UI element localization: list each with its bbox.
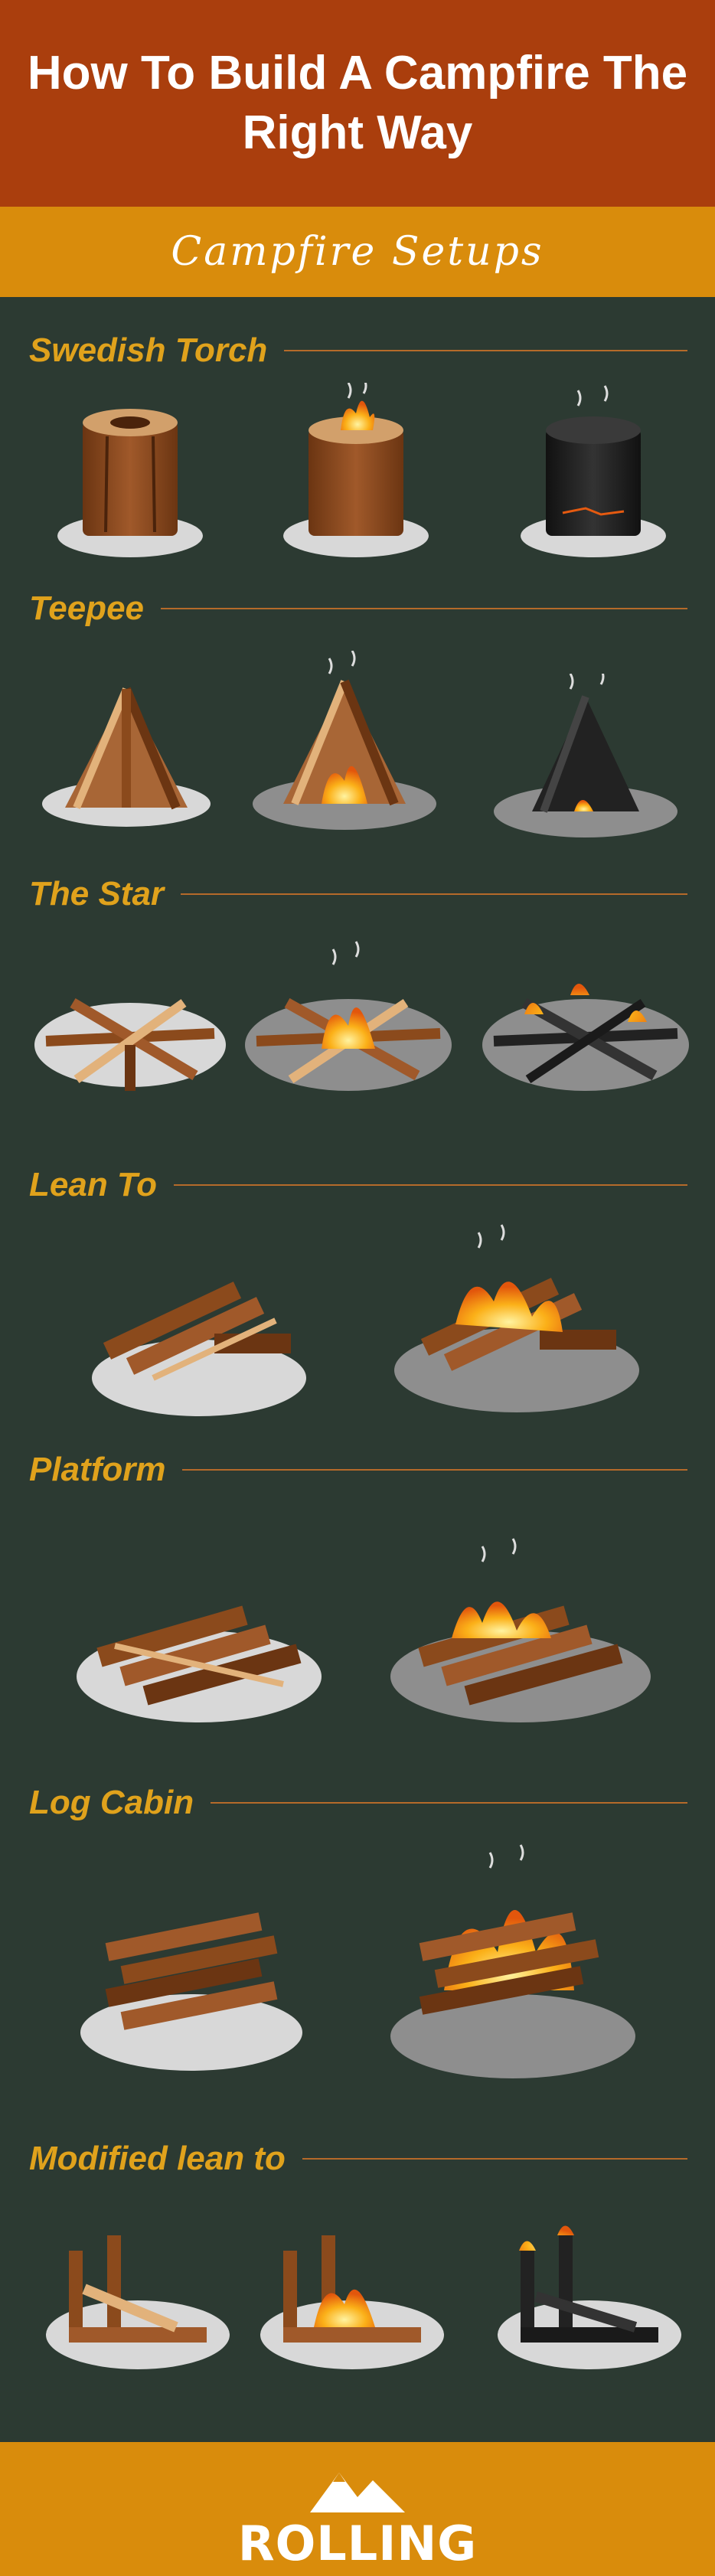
section-divider <box>211 1802 687 1804</box>
subheader-banner: Campfire Setups <box>0 207 715 297</box>
section-divider <box>182 1469 687 1471</box>
section-header-modified-lean-to: Modified lean to <box>29 2136 687 2182</box>
section-label: Lean To <box>29 1166 158 1203</box>
section-divider <box>174 1184 687 1186</box>
log-cabin-burning-illustration <box>390 1844 635 2078</box>
section-divider <box>181 893 687 895</box>
swedish-torch-charred-illustration <box>521 385 666 557</box>
section-header-lean-to: Lean To <box>29 1162 687 1208</box>
star-burning-illustration <box>245 941 452 1091</box>
teepee-charred-illustration <box>494 674 677 837</box>
teepee-burning-illustration <box>253 651 436 830</box>
section-label: Modified lean to <box>29 2140 286 2177</box>
log-cabin-unlit-illustration <box>80 1912 302 2071</box>
modified-lean-to-unlit-illustration <box>46 2235 230 2369</box>
star-unlit-illustration <box>34 997 226 1091</box>
lean-to-unlit-illustration <box>92 1281 306 1416</box>
lean-to-burning-illustration <box>394 1224 639 1412</box>
section-header-the-star: The Star <box>29 871 687 917</box>
teepee-unlit-illustration <box>42 687 211 827</box>
footer-brand-bar: ROLLING <box>0 2442 715 2576</box>
modified-lean-to-burning-illustration <box>260 2235 444 2369</box>
modified-lean-to-charred-illustration <box>498 2225 681 2369</box>
platform-unlit-illustration <box>77 1605 322 1722</box>
section-subtitle: Campfire Setups <box>171 229 544 275</box>
mountain-logo-icon <box>310 2473 405 2512</box>
section-divider <box>161 608 687 609</box>
swedish-torch-burning-illustration <box>283 383 429 557</box>
section-label: Teepee <box>29 589 145 627</box>
section-header-log-cabin: Log Cabin <box>29 1780 687 1826</box>
section-label: The Star <box>29 875 165 913</box>
section-divider <box>284 350 687 351</box>
section-label: Swedish Torch <box>29 331 268 369</box>
brand-name: ROLLING <box>237 2516 478 2571</box>
section-header-teepee: Teepee <box>29 586 687 632</box>
section-header-platform: Platform <box>29 1447 687 1493</box>
section-divider <box>302 2158 687 2160</box>
platform-burning-illustration <box>390 1538 651 1722</box>
swedish-torch-unlit-illustration <box>57 409 203 557</box>
section-header-swedish-torch: Swedish Torch <box>29 328 687 374</box>
section-label: Platform <box>29 1451 166 1488</box>
header-banner: How To Build A Campfire The Right Way <box>0 0 715 207</box>
star-charred-illustration <box>482 984 689 1091</box>
section-label: Log Cabin <box>29 1784 194 1821</box>
page-title: How To Build A Campfire The Right Way <box>27 47 688 159</box>
